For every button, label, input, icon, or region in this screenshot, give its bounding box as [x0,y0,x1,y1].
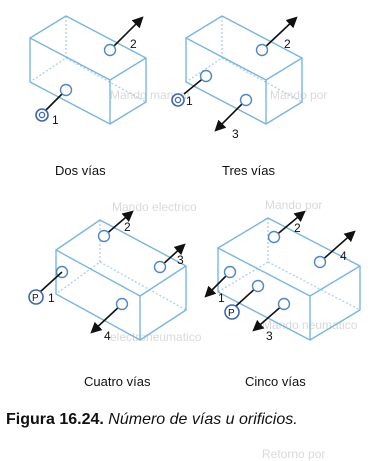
port-label: 1 [48,291,55,305]
bleed-through-text: Mando por [265,198,323,212]
port-4: 4 [313,230,356,269]
port-2: 2 [267,210,306,244]
port-1: 1 [35,83,73,127]
port-label: P [228,308,235,319]
port-label: 4 [104,329,111,343]
port-label: 1 [186,94,193,108]
port-label: 2 [130,37,137,51]
figure-caption: Figura 16.24. Número de vías u orificios… [6,410,378,430]
port-label: 1 [218,291,225,305]
port-label: 3 [177,253,184,267]
diagram-dos-vias: 2 1 [29,15,147,127]
port-label: 2 [124,220,131,234]
port-1: 1 [171,69,213,108]
diagram-cinco-vias: 2 4 1 P 3 [204,210,361,343]
diagram-caption-cinco-vias: Cinco vías [245,374,306,389]
port-1: 1 [204,265,237,305]
diagram-caption-cuatro-vias: Cuatro vías [84,374,151,389]
port-label: 2 [284,37,291,51]
port-p: P 1 [28,271,63,305]
port-2: 2 [255,16,298,57]
port-label: 1 [52,113,59,127]
port-label: P [32,293,39,304]
port-label: 2 [294,221,301,235]
port-label: 3 [232,127,239,141]
bleed-through-text: electroneumatico [110,330,202,344]
figure-text: Número de vías u orificios. [108,411,298,428]
valve-body-box [217,217,361,341]
figure-label: Figura 16.24. [6,411,104,428]
valve-body-box [29,15,147,125]
port-p: P [224,279,265,320]
diagram-caption-dos-vias: Dos vías [55,163,106,178]
bleed-through-text: Mando manual [110,88,190,102]
bleed-through-text: Retorno por [262,447,326,461]
port-label: 3 [266,329,273,343]
diagram-cuatro-vias: 2 3 P 1 4 [28,210,187,343]
diagram-caption-tres-vias: Tres vías [222,163,275,178]
diagram-tres-vias: 2 1 3 [171,15,303,141]
bleed-through-text: Mando por [270,88,328,102]
port-3: 3 [252,297,291,343]
port-2: 2 [97,210,134,243]
port-3: 3 [214,93,253,141]
valve-body-box [185,15,303,125]
valve-body-box [55,219,187,341]
port-3: 3 [153,243,186,274]
port-label: 4 [340,249,347,263]
bleed-through-text: Mando electrico [112,200,197,214]
port-4: 4 [90,297,129,343]
port-2: 2 [103,16,144,57]
